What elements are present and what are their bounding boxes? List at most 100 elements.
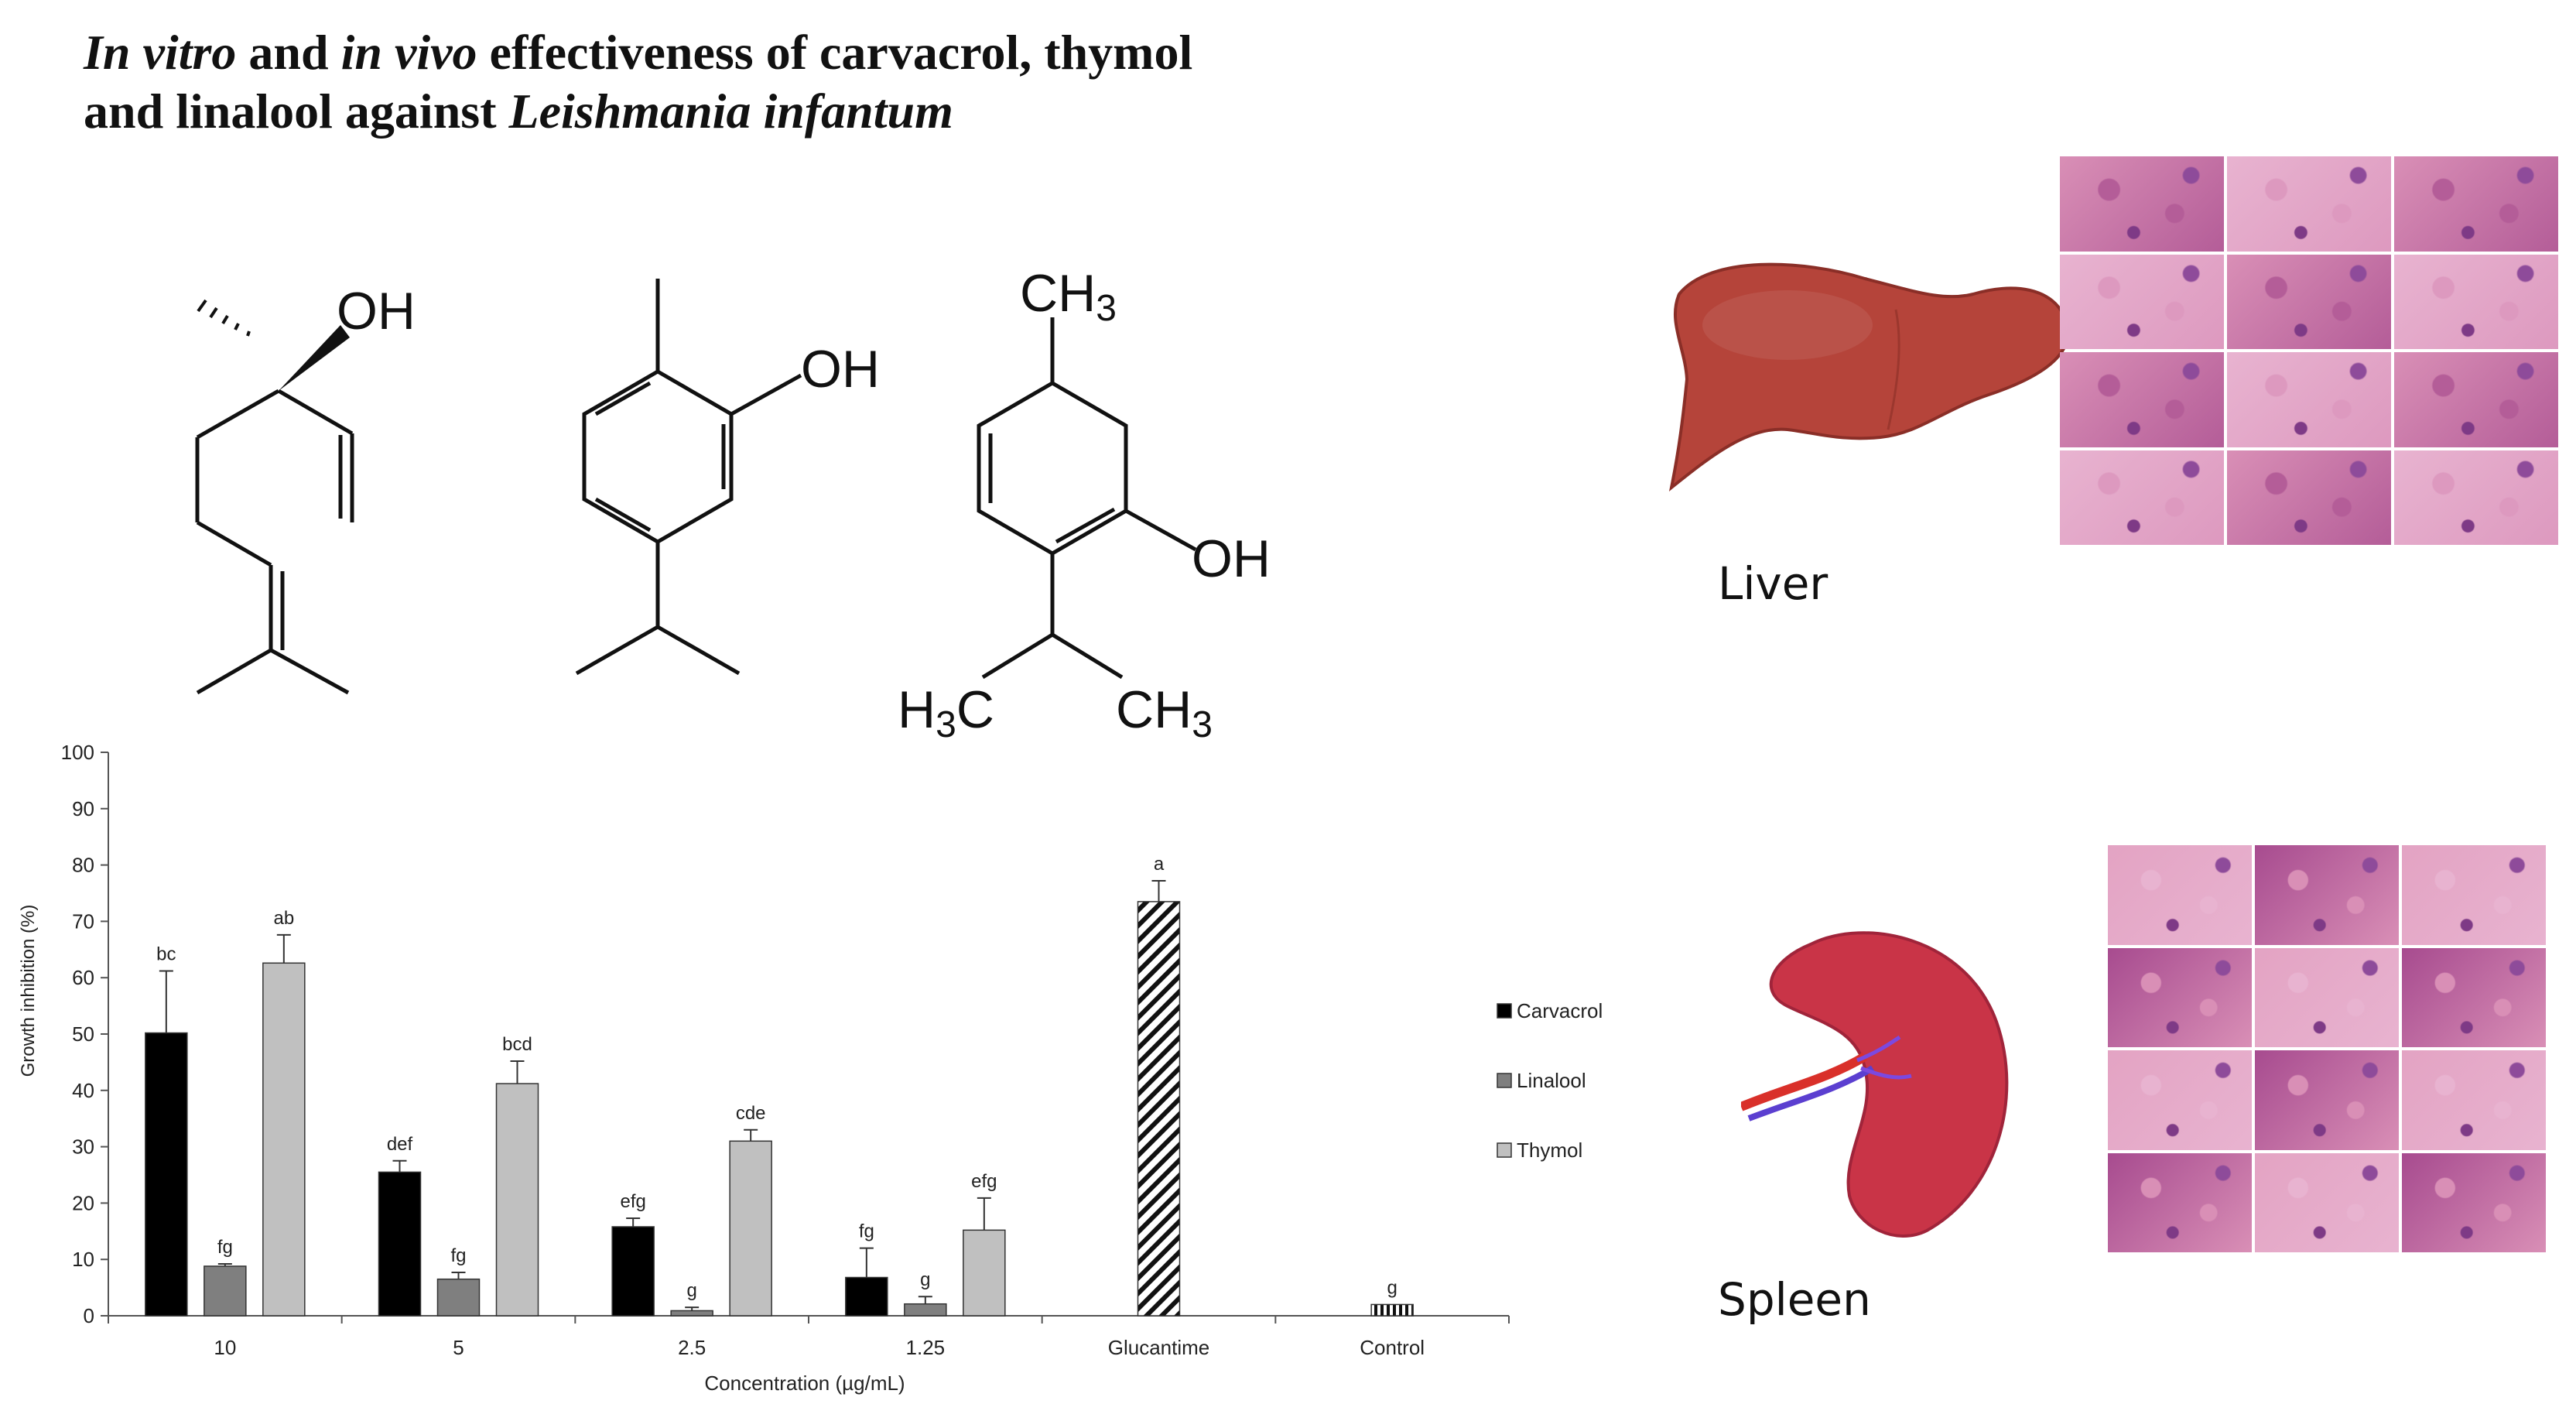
histology-image [2394, 352, 2558, 447]
liver-label: Liver [1718, 557, 1829, 610]
spleen-histology-grid [2106, 844, 2547, 1254]
legend-swatch [1497, 1073, 1512, 1088]
histology-image [2060, 156, 2224, 252]
bar-thymol [729, 1140, 772, 1317]
linalool-methyl-hash [197, 299, 251, 337]
significance-label: efg [620, 1191, 645, 1212]
title-line-2: and linalool against Leishmania infantum [84, 84, 953, 139]
organ-panels: Liver Spleen [1586, 147, 2576, 1378]
y-tick-label: 70 [72, 909, 94, 933]
bar-linalool [204, 1265, 247, 1317]
histology-image [2227, 352, 2391, 447]
histology-image [2255, 845, 2399, 945]
significance-label: g [1387, 1277, 1397, 1298]
x-tick-label: Control [1360, 1336, 1425, 1359]
y-axis-title: Growth inhibition (%) [18, 905, 39, 1077]
histology-image [2394, 254, 2558, 349]
y-tick-label: 30 [72, 1135, 94, 1159]
bar-linalool [670, 1310, 713, 1317]
histology-image [2108, 1152, 2252, 1252]
title-segment: In vitro [84, 25, 237, 80]
y-tick-label: 50 [72, 1022, 94, 1046]
page-title: In vitro and in vivo effectiveness of ca… [84, 23, 1192, 141]
histology-image [2227, 254, 2391, 349]
y-tick-label: 40 [72, 1079, 94, 1102]
x-tick-label: 1.25 [906, 1336, 946, 1359]
chemical-structures: OH OH CH3 OH H3C CH3 [195, 264, 1271, 743]
thymol-ch3-label: CH3 [1020, 264, 1117, 329]
legend-label: Thymol [1517, 1139, 1582, 1162]
histology-image [2402, 947, 2546, 1047]
bar-control [1370, 1303, 1414, 1317]
liver-illustration [1668, 262, 2070, 491]
histology-image [2394, 156, 2558, 252]
spleen-label: Spleen [1718, 1273, 1871, 1326]
significance-label: def [387, 1134, 413, 1155]
histology-image [2227, 450, 2391, 545]
x-tick-label: 10 [214, 1336, 236, 1359]
histology-image [2394, 450, 2558, 545]
carvacrol-oh-label: OH [801, 340, 880, 399]
bar-thymol [495, 1083, 539, 1317]
thymol-h3c-label: H3C [898, 680, 994, 743]
bar-thymol [262, 962, 306, 1317]
x-tick-label: 2.5 [678, 1336, 706, 1359]
y-tick-label: 80 [72, 854, 94, 877]
histology-image [2060, 352, 2224, 447]
significance-label: fg [859, 1221, 874, 1242]
linalool-oh-label: OH [337, 282, 416, 341]
histology-image [2060, 450, 2224, 545]
thymol-oh-label: OH [1192, 529, 1271, 588]
histology-image [2108, 845, 2252, 945]
title-segment: and [236, 25, 341, 80]
significance-label: bc [156, 943, 176, 964]
histology-image [2402, 845, 2546, 945]
thymol-structure [977, 317, 1197, 680]
significance-label: g [686, 1280, 696, 1301]
title-segment: and linalool against [84, 84, 509, 139]
bar-linalool [436, 1278, 481, 1317]
x-tick-label: 5 [453, 1336, 464, 1359]
bar-carvacrol [378, 1171, 422, 1317]
y-tick-label: 100 [61, 741, 94, 764]
y-tick-label: 0 [84, 1304, 94, 1327]
legend-label: Carvacrol [1517, 999, 1603, 1022]
y-tick-label: 60 [72, 966, 94, 989]
bar-glucantime [1137, 901, 1181, 1317]
legend-label: Linalool [1517, 1069, 1586, 1092]
bar-carvacrol [845, 1276, 888, 1317]
significance-label: ab [273, 908, 294, 929]
y-tick-label: 90 [72, 797, 94, 820]
significance-label: efg [971, 1171, 997, 1192]
histology-image [2255, 1152, 2399, 1252]
histology-image [2060, 254, 2224, 349]
significance-label: bcd [502, 1034, 532, 1055]
x-axis-title: Concentration (µg/mL) [704, 1371, 905, 1395]
histology-image [2227, 156, 2391, 252]
histology-image [2108, 947, 2252, 1047]
linalool-oh-wedge [279, 325, 350, 391]
x-tick-label: Glucantime [1108, 1336, 1210, 1359]
histology-image [2255, 1050, 2399, 1150]
bar-thymol [963, 1229, 1006, 1317]
title-segment: effectiveness of carvacrol, thymol [477, 25, 1193, 80]
significance-label: fg [450, 1245, 466, 1266]
histology-image [2402, 1152, 2546, 1252]
title-line-1: In vitro and in vivo effectiveness of ca… [84, 25, 1192, 80]
bar-carvacrol [611, 1226, 655, 1317]
carvacrol-structure [575, 279, 802, 676]
linalool-structure [195, 299, 354, 695]
bar-carvacrol [145, 1032, 188, 1317]
histology-image [2255, 947, 2399, 1047]
thymol-ch3b-label: CH3 [1116, 680, 1213, 743]
y-tick-label: 20 [72, 1191, 94, 1214]
significance-label: a [1154, 854, 1165, 875]
legend-swatch [1497, 1142, 1512, 1158]
significance-label: cde [736, 1103, 766, 1124]
title-segment: in vivo [340, 25, 477, 80]
significance-label: g [920, 1269, 930, 1290]
